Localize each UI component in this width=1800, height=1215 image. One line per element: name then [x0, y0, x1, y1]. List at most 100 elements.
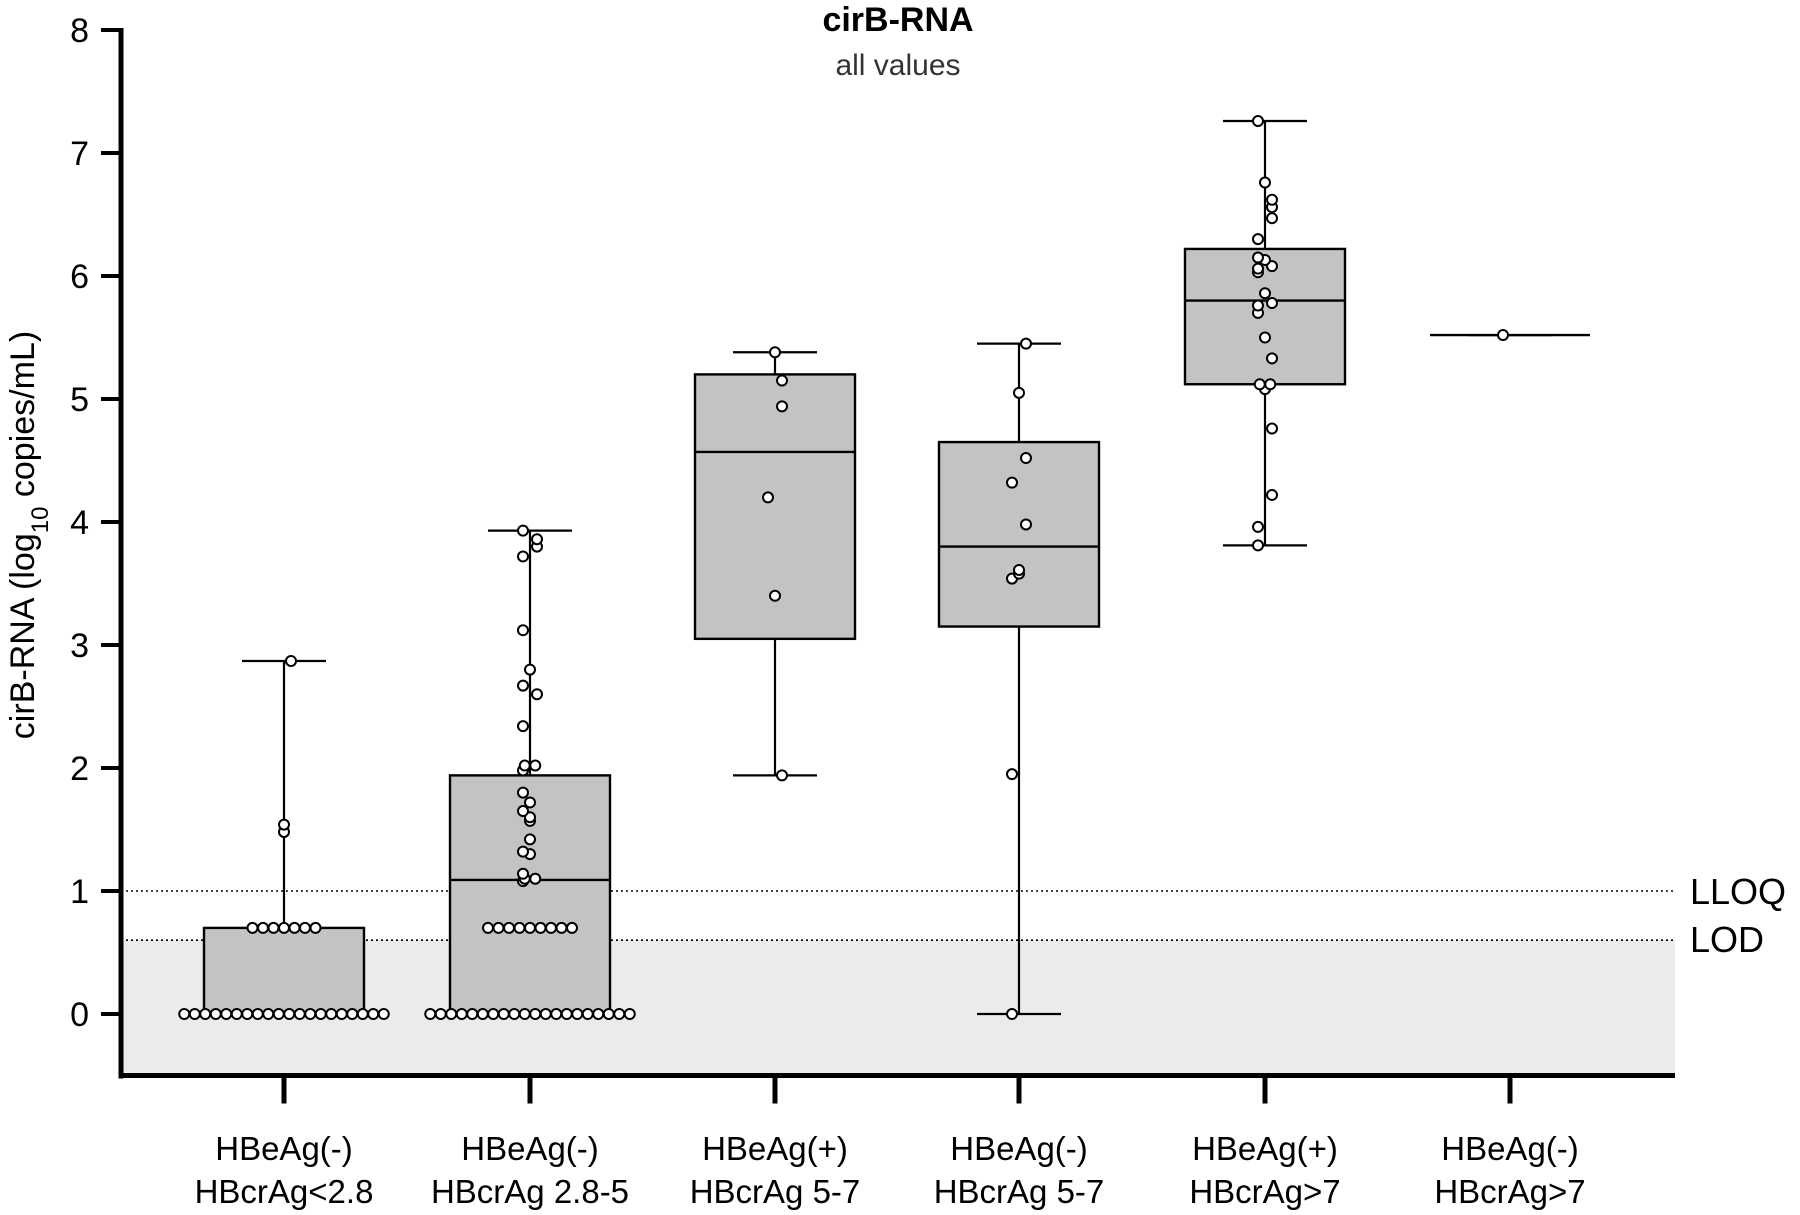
- category-label-line2: HBcrAg>7: [1189, 1173, 1340, 1210]
- data-point: [566, 921, 578, 934]
- y-tick-label: 0: [70, 996, 89, 1034]
- data-point: [524, 663, 536, 676]
- category-label-line1: HBeAg(+): [1192, 1130, 1338, 1167]
- data-point: [335, 1008, 348, 1020]
- data-point: [497, 1008, 510, 1020]
- data-point: [1252, 262, 1264, 275]
- data-point: [1266, 352, 1278, 365]
- y-tick-label: 7: [70, 135, 89, 173]
- data-point: [209, 1008, 222, 1020]
- data-point: [1020, 337, 1032, 350]
- y-tick-label: 6: [70, 258, 89, 296]
- data-point: [367, 1008, 380, 1020]
- reference-label-lod: LOD: [1690, 919, 1764, 960]
- data-point: [518, 1008, 531, 1020]
- data-point: [1266, 212, 1278, 225]
- data-point: [241, 1008, 254, 1020]
- data-point: [1252, 539, 1264, 552]
- data-point: [517, 805, 529, 818]
- y-tick-label: 5: [70, 381, 89, 419]
- data-point: [524, 796, 536, 809]
- data-point: [517, 550, 529, 563]
- data-point: [524, 921, 536, 934]
- data-point: [482, 921, 494, 934]
- category-label-line2: HBcrAg 5-7: [934, 1173, 1105, 1210]
- data-point: [762, 491, 774, 504]
- data-point: [517, 720, 529, 733]
- data-point: [299, 921, 311, 934]
- y-tick-label: 1: [70, 873, 89, 911]
- data-point: [534, 921, 547, 934]
- data-point: [1252, 299, 1264, 312]
- data-point: [356, 1008, 369, 1020]
- data-point: [1266, 488, 1278, 501]
- data-point: [283, 1008, 296, 1020]
- data-point: [602, 1008, 615, 1020]
- data-point: [1006, 768, 1018, 781]
- reference-label-lloq: LLOQ: [1690, 871, 1786, 912]
- data-point: [1020, 452, 1032, 465]
- data-point: [529, 872, 542, 885]
- data-point: [285, 654, 297, 667]
- below-lod-shaded-region: [121, 940, 1675, 1076]
- data-point: [776, 769, 788, 782]
- data-point: [581, 1008, 594, 1020]
- data-point: [517, 524, 529, 537]
- data-point: [555, 921, 568, 934]
- data-point: [571, 1008, 584, 1020]
- data-point: [178, 1008, 191, 1020]
- data-point: [560, 1008, 573, 1020]
- data-point: [1252, 251, 1264, 264]
- category-label-line1: HBeAg(-): [461, 1130, 599, 1167]
- data-point: [262, 1008, 275, 1020]
- data-point: [529, 1008, 542, 1020]
- y-tick-label: 2: [70, 750, 89, 788]
- box-group-4: [937, 342, 1101, 1016]
- data-point: [257, 921, 269, 934]
- data-point: [476, 1008, 489, 1020]
- data-point: [304, 1008, 317, 1020]
- category-label-line1: HBeAg(-): [1441, 1130, 1579, 1167]
- data-point: [424, 1008, 437, 1020]
- data-point: [251, 1008, 264, 1020]
- data-point: [1253, 378, 1266, 391]
- data-point: [508, 1008, 521, 1020]
- y-axis-label: cirB-RNA (log10 copies/mL): [4, 331, 54, 739]
- data-point: [1013, 563, 1025, 576]
- box-iqr: [937, 440, 1101, 628]
- box-iqr: [448, 774, 612, 1016]
- data-point: [492, 921, 505, 934]
- data-point: [455, 1008, 468, 1020]
- data-point: [545, 921, 557, 934]
- data-point: [550, 1008, 563, 1020]
- data-point: [466, 1008, 479, 1020]
- box-iqr: [1183, 247, 1347, 386]
- data-point: [1252, 115, 1264, 128]
- data-point: [517, 679, 529, 692]
- data-point: [1259, 287, 1271, 300]
- data-point: [1264, 378, 1277, 391]
- data-point: [592, 1008, 605, 1020]
- data-point: [1497, 329, 1509, 342]
- data-point: [503, 921, 515, 934]
- category-label-line2: HBcrAg<2.8: [195, 1173, 374, 1210]
- data-point: [518, 759, 531, 772]
- chart-subtitle: all values: [835, 49, 960, 82]
- category-label-line1: HBeAg(+): [702, 1130, 848, 1167]
- y-tick-label: 4: [70, 504, 89, 542]
- data-point: [445, 1008, 458, 1020]
- data-point: [314, 1008, 327, 1020]
- data-point: [517, 624, 529, 637]
- data-point: [325, 1008, 338, 1020]
- data-point: [1259, 176, 1271, 189]
- data-point: [267, 921, 280, 934]
- data-point: [517, 845, 529, 858]
- data-point: [776, 400, 788, 413]
- data-point: [531, 533, 543, 546]
- data-point: [1006, 1008, 1018, 1020]
- data-point: [199, 1008, 212, 1020]
- data-point: [1266, 422, 1278, 435]
- data-point: [272, 1008, 285, 1020]
- data-point: [246, 921, 259, 934]
